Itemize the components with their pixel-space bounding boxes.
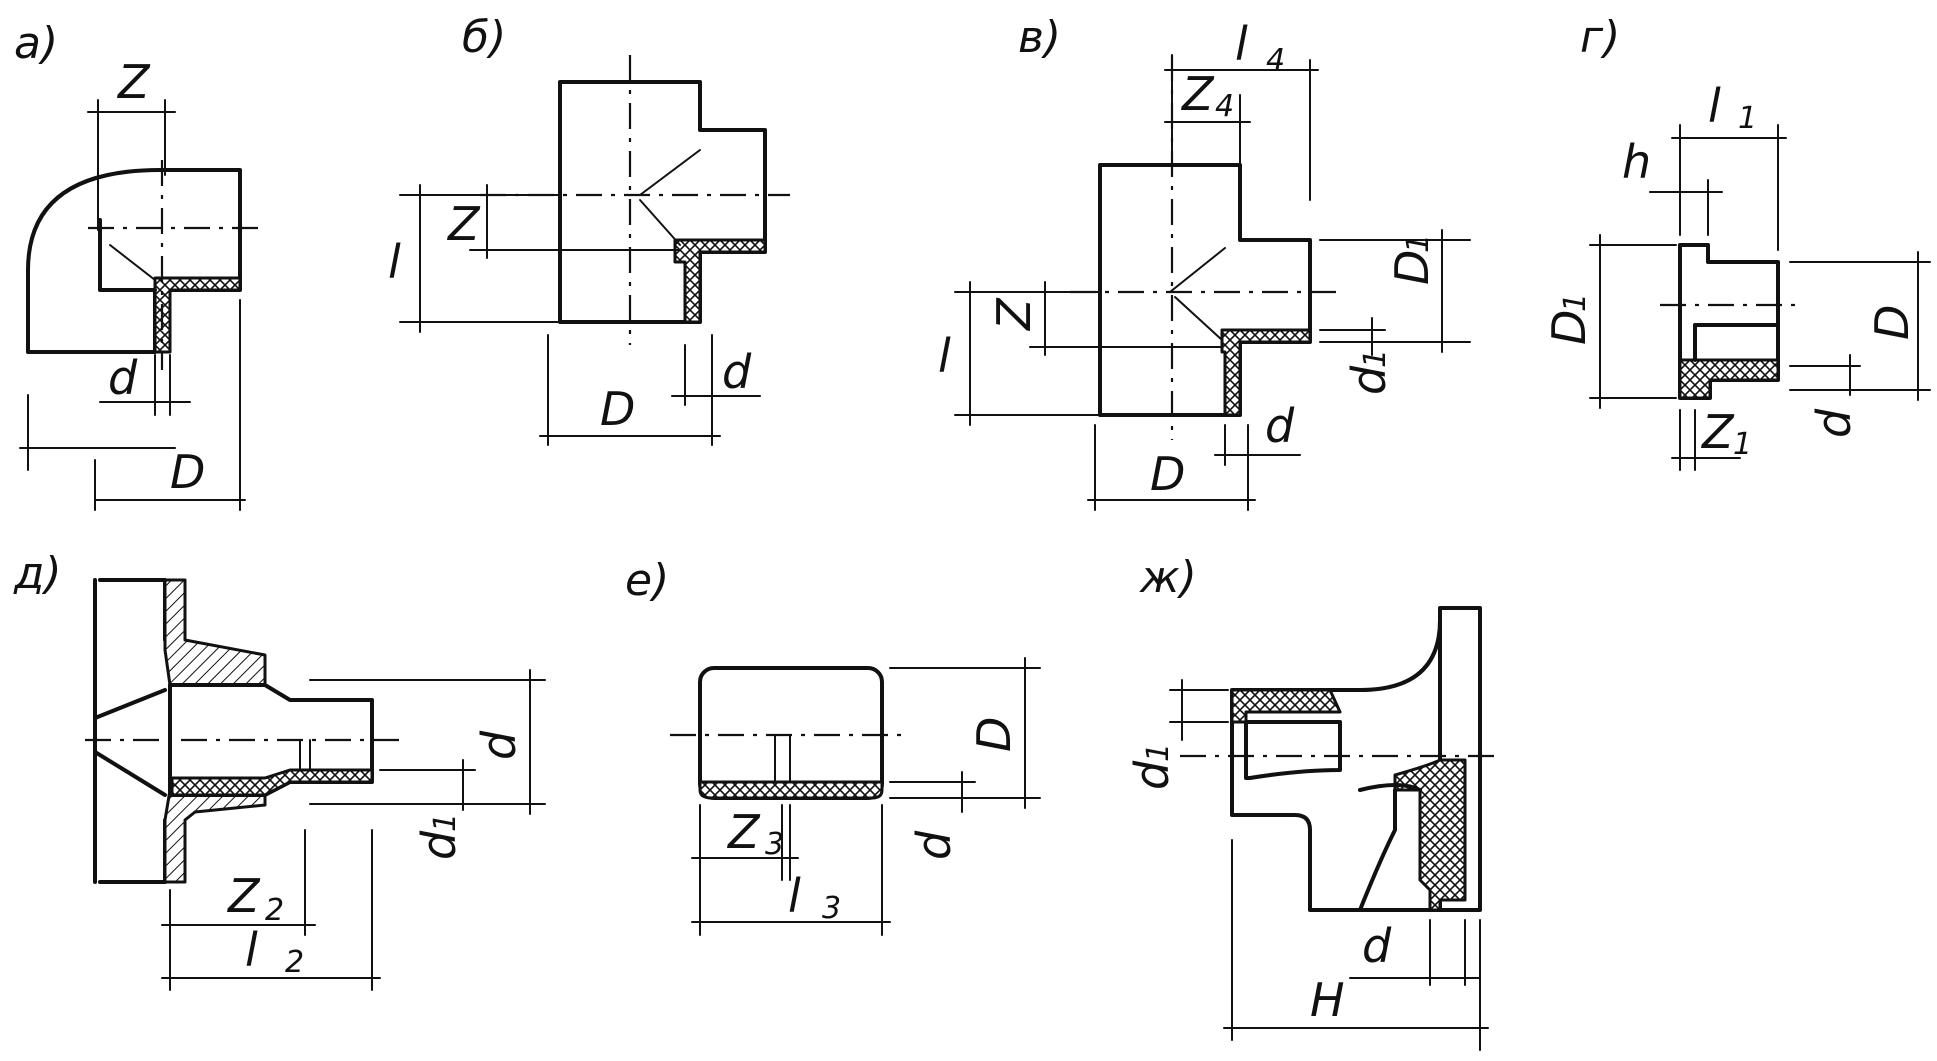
dim-label-z: Z xyxy=(446,197,481,251)
figure-e-coupling: е) D d Z 3 l 3 xyxy=(625,555,1041,936)
cone-line xyxy=(109,244,156,281)
bushing-bore xyxy=(1693,323,1780,362)
dim-sub-4: 4 xyxy=(1266,43,1285,78)
dim-label-D1: D xyxy=(1385,250,1439,285)
dim-label-d1: d xyxy=(1342,365,1396,395)
dim-label-l: l xyxy=(388,235,401,289)
dim-label-d: d xyxy=(1362,919,1392,973)
branch-body xyxy=(1230,618,1442,912)
cone-line xyxy=(1174,296,1223,341)
tee-body xyxy=(1098,163,1312,417)
dim-label-d1: d xyxy=(412,830,466,860)
tee-body xyxy=(558,80,767,324)
caption-zh: ж) xyxy=(1139,552,1197,603)
dim-label-d: d xyxy=(907,830,961,860)
branch-inner-sleeve xyxy=(1230,688,1342,724)
dim-sub-2: 2 xyxy=(265,893,284,928)
elbow-wall-section xyxy=(153,276,242,354)
dim-label-D: D xyxy=(170,445,205,499)
dim-label-d: d xyxy=(108,351,138,405)
figure-b-tee: б) l Z D d xyxy=(388,12,790,446)
cone-line xyxy=(1169,247,1226,293)
dim-label-d: d xyxy=(1807,408,1861,438)
dim-sub-1: 1 xyxy=(1358,349,1393,368)
tee-wall-section xyxy=(673,238,767,324)
dim-label-h: h xyxy=(1622,135,1651,189)
tee-wall-section xyxy=(1220,328,1312,417)
dim-label-d: d xyxy=(472,730,526,760)
adapter-wall-section xyxy=(170,768,374,797)
dim-sub-1: 1 xyxy=(1738,101,1757,136)
dim-label-z: Z xyxy=(116,55,151,109)
dim-label-d: d xyxy=(722,345,752,399)
dim-label-D: D xyxy=(1865,305,1919,340)
dim-label-D: D xyxy=(600,382,635,436)
elbow-socket-inner xyxy=(98,218,157,292)
caption-e: е) xyxy=(625,555,669,606)
dim-sub-1: 1 xyxy=(1733,427,1752,462)
elbow-body xyxy=(26,168,242,354)
caption-d: д) xyxy=(13,548,62,599)
dim-label-l2: l xyxy=(245,923,258,977)
dim-label-z4: Z xyxy=(1180,67,1215,121)
cone-line xyxy=(639,199,681,246)
dim-label-D: D xyxy=(1150,447,1185,501)
dim-label-l1: l xyxy=(1708,79,1721,133)
dim-label-z2: Z xyxy=(226,869,261,923)
dim-sub-2: 2 xyxy=(285,945,304,980)
dim-label-d1: d xyxy=(1125,760,1179,790)
figure-zh-saddle: ж) d 1 d H xyxy=(1125,552,1500,1051)
figure-g-bushing: г) l 1 h D 1 D d Z 1 xyxy=(1542,12,1931,471)
dim-sub-3: 3 xyxy=(822,891,841,926)
coupling-wall-section xyxy=(698,780,884,800)
dim-label-l3: l xyxy=(788,869,801,923)
figure-a-elbow: а) Z d D xyxy=(14,18,262,511)
branch-bore xyxy=(1244,720,1342,780)
dim-sub-4: 4 xyxy=(1215,89,1234,124)
dim-sub-1: 1 xyxy=(1401,234,1436,253)
dim-sub-1: 1 xyxy=(1558,293,1593,312)
figure-d-flanged-adapter: д) d d 1 Z 2 l 2 xyxy=(13,548,546,991)
cone-line xyxy=(93,688,167,720)
caption-v: в) xyxy=(1018,12,1061,63)
cone-line xyxy=(639,149,701,196)
dim-label-z: Z xyxy=(987,297,1041,332)
bushing-wall-section xyxy=(1678,358,1780,400)
dim-label-l: l xyxy=(938,329,951,383)
dim-sub-1: 1 xyxy=(428,813,463,832)
caption-a: а) xyxy=(14,18,58,69)
dim-label-z1: Z xyxy=(1700,405,1735,459)
dim-label-D1: D xyxy=(1542,310,1596,345)
saddle-web xyxy=(1358,783,1422,912)
flange-upper-section xyxy=(163,578,267,687)
saddle-wall-section xyxy=(1393,758,1467,912)
dim-label-z3: Z xyxy=(726,805,761,859)
dim-sub-1: 1 xyxy=(1141,743,1176,762)
caption-b: б) xyxy=(462,12,506,63)
figure-v-reducing-tee: в) l 4 Z 4 D 1 l Z d 1 xyxy=(938,12,1471,511)
dim-label-d: d xyxy=(1265,399,1295,453)
caption-g: г) xyxy=(1580,12,1620,63)
dim-label-H: H xyxy=(1310,973,1345,1027)
dim-sub-3: 3 xyxy=(765,827,784,862)
cone-line xyxy=(93,750,167,797)
dim-label-l4: l xyxy=(1235,17,1248,71)
dim-label-D: D xyxy=(967,717,1021,752)
